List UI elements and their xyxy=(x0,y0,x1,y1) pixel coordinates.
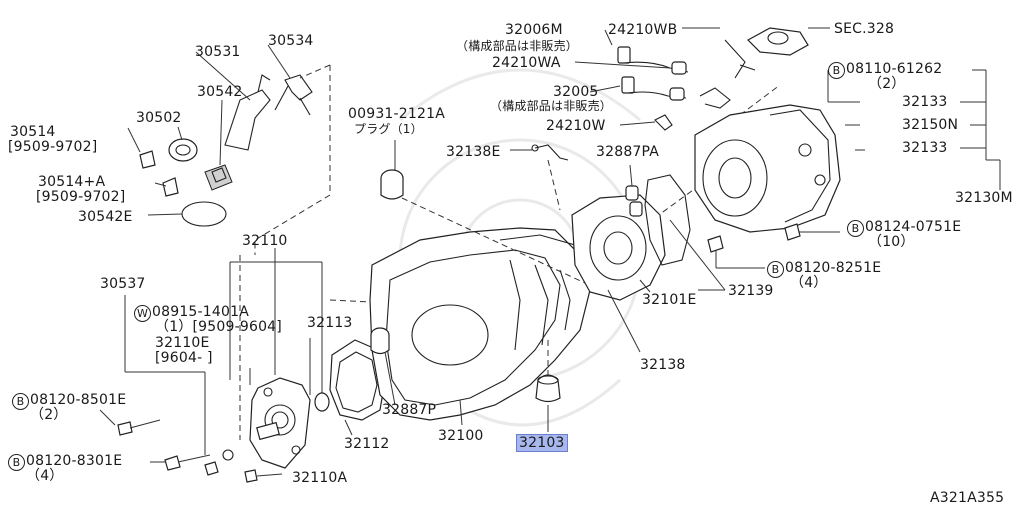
label-24210W[interactable]: 24210W xyxy=(546,118,606,134)
adapter-plate-32101E xyxy=(531,144,726,353)
label-00931-sub: プラグ（1） xyxy=(354,122,423,136)
label-24210WA[interactable]: 24210WA xyxy=(492,55,561,71)
label-08110-qty: （2） xyxy=(868,76,906,92)
label-sec328[interactable]: SEC.328 xyxy=(834,21,895,37)
gasket-32112 xyxy=(329,339,386,436)
rear-extension-32110 xyxy=(99,377,330,483)
label-30502[interactable]: 30502 xyxy=(136,110,182,126)
label-32005[interactable]: 32005 xyxy=(553,84,599,100)
label-24210WB[interactable]: 24210WB xyxy=(608,22,678,38)
label-08120-8501E-qty: （2） xyxy=(30,407,68,423)
label-32103-highlighted[interactable]: 32103 xyxy=(516,434,568,452)
transmission-case-32100 xyxy=(369,140,591,426)
label-32138E[interactable]: 32138E xyxy=(446,144,501,160)
label-32139[interactable]: 32139 xyxy=(728,283,774,299)
bolt-b-icon: B xyxy=(8,454,25,471)
label-32133-upper[interactable]: 32133 xyxy=(902,94,948,110)
label-32150N[interactable]: 32150N xyxy=(902,117,959,133)
label-08120-8251E-qty: （4） xyxy=(790,275,828,291)
label-32138[interactable]: 32138 xyxy=(640,357,686,373)
label-32005-note: （構成部品は非販売） xyxy=(490,99,613,113)
label-30534[interactable]: 30534 xyxy=(268,33,314,49)
label-32100[interactable]: 32100 xyxy=(438,428,484,444)
label-30531[interactable]: 30531 xyxy=(195,44,241,60)
label-30514A[interactable]: 30514+A xyxy=(38,174,106,190)
bolt-b-icon: B xyxy=(767,261,784,278)
label-30542[interactable]: 30542 xyxy=(197,84,243,100)
leader-lines-32110 xyxy=(124,248,323,455)
label-32110E-date: [9604- ] xyxy=(155,350,213,366)
bolt-b-icon: B xyxy=(12,393,29,410)
label-32113[interactable]: 32113 xyxy=(307,315,353,331)
label-32133-lower[interactable]: 32133 xyxy=(902,140,948,156)
label-30514-date: [9509-9702] xyxy=(8,139,98,155)
label-32130M[interactable]: 32130M xyxy=(955,190,1013,206)
label-32006M[interactable]: 32006M xyxy=(505,22,563,38)
diagram-id: A321A355 xyxy=(930,490,1005,506)
label-32887P[interactable]: 32887P xyxy=(382,402,437,418)
label-32110A[interactable]: 32110A xyxy=(292,470,348,486)
label-32110E[interactable]: 32110E xyxy=(155,335,210,351)
washer-w-icon: W xyxy=(134,305,151,322)
label-30542E[interactable]: 30542E xyxy=(78,209,133,225)
bolt-b-icon: B xyxy=(828,62,845,79)
label-00931-2121A[interactable]: 00931-2121A xyxy=(348,106,445,122)
shift-fork-group xyxy=(127,44,331,255)
label-08915-qty: （1）[9509-9604] xyxy=(155,319,282,335)
bolt-b-icon: B xyxy=(847,220,864,237)
rear-housing-32130M xyxy=(694,69,1001,269)
label-32110[interactable]: 32110 xyxy=(242,233,288,249)
label-30514[interactable]: 30514 xyxy=(10,124,56,140)
label-08124-qty: （10） xyxy=(868,234,915,250)
boot-32103 xyxy=(535,374,561,432)
label-32006M-note: （構成部品は非販売） xyxy=(456,39,579,53)
sensor-harness-group xyxy=(510,27,830,151)
label-32887PA[interactable]: 32887PA xyxy=(596,144,660,160)
label-32112[interactable]: 32112 xyxy=(344,436,390,452)
label-30514A-date: [9509-9702] xyxy=(36,189,126,205)
label-32101E[interactable]: 32101E xyxy=(642,292,697,308)
label-30537[interactable]: 30537 xyxy=(100,276,146,292)
label-08120-8301E-qty: （4） xyxy=(26,468,64,484)
